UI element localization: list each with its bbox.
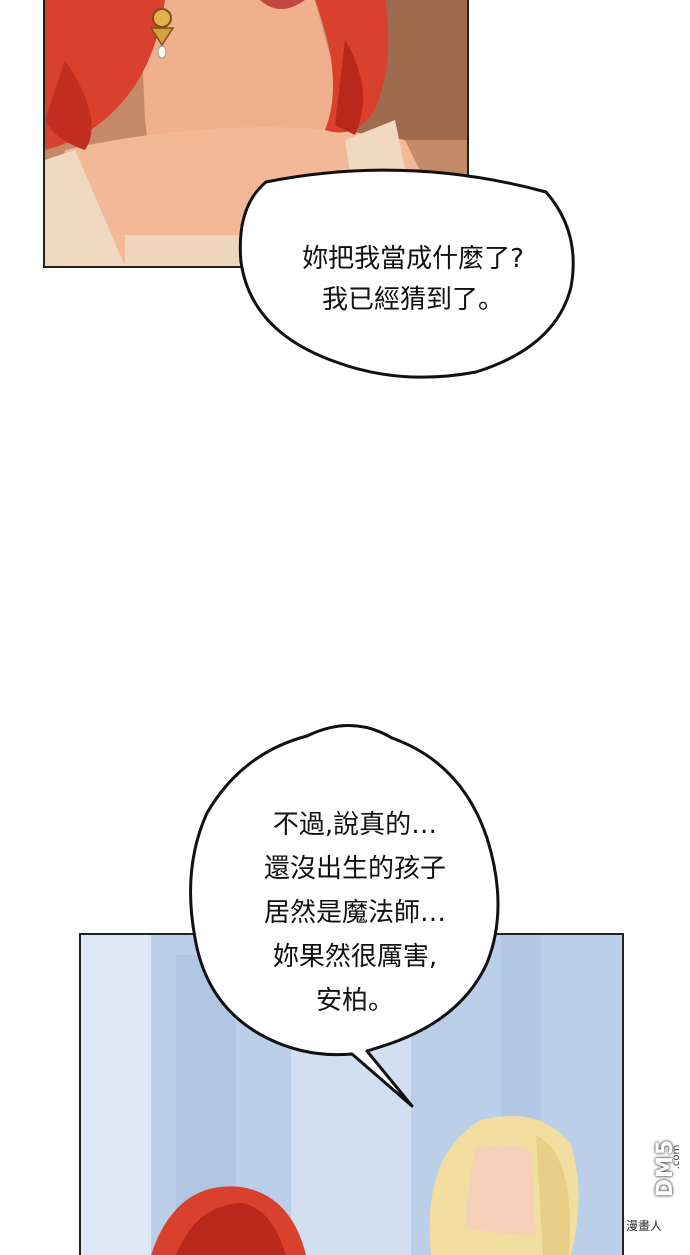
comic-panel-bottom [79,933,624,1255]
comic-panel-top [43,0,469,268]
speech-bubble-2 [189,724,500,1108]
watermark-domain: .com [671,1144,682,1170]
speech-text-1: 妳把我當成什麼了? 我已經猜到了。 [246,239,580,321]
speech-line: 居然是魔法師… [263,898,446,928]
watermark-cn: 漫畫人 [626,1219,663,1233]
speech-line: 還沒出生的孩子 [263,854,446,884]
speech-line: 安柏。 [315,986,394,1016]
speech-line: 不過,說真的… [272,810,438,840]
speech-line: 我已經猜到了。 [321,285,504,315]
speech-text-2: 不過,說真的… 還沒出生的孩子 居然是魔法師… 妳果然很厲害, 安柏。 [200,803,510,1023]
speech-line: 妳果然很厲害, [272,942,438,972]
red-haired-woman-icon [45,0,467,266]
speech-bubble-1 [238,168,575,379]
speech-line: 妳把我當成什麼了? [302,244,524,274]
